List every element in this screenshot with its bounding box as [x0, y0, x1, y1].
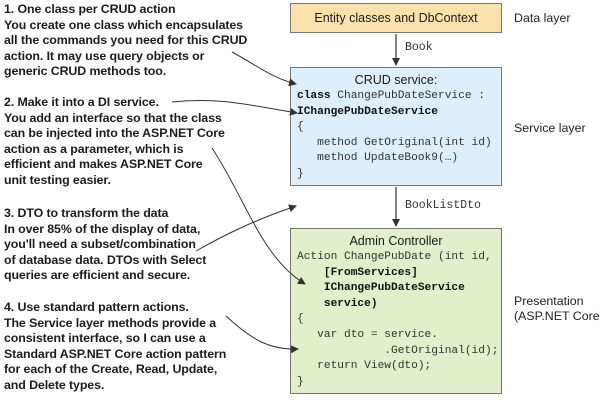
note-3: 3. DTO to transform the data In over 85%…	[4, 206, 206, 284]
note-4-line: consistent interface, so I can use a	[4, 331, 206, 345]
code-line: }	[297, 375, 304, 388]
note-2-line: can be injected into the ASP.NET Core	[4, 126, 225, 140]
admin-controller-box: Admin Controller Action ChangePubDate (i…	[290, 228, 502, 394]
code-line: [FromServices]	[297, 266, 501, 282]
note-3-line: queries are efficient and secure.	[4, 268, 191, 282]
note-4-line: The Service layer methods provide a	[4, 315, 217, 330]
presentation-layer-label: Presentation (ASP.NET Core)	[514, 294, 600, 324]
class-keyword: class	[297, 90, 331, 102]
note-2-line: efficient and makes ASP.NET Core	[4, 157, 203, 171]
note-1-line: action. It may use query objects or	[4, 48, 205, 63]
admin-controller-title: Admin Controller	[349, 234, 443, 248]
code-line: {	[297, 313, 304, 326]
injected-interface: IChangePubDateService	[297, 282, 465, 295]
note-4: 4. Use standard pattern actions. The Ser…	[4, 300, 226, 393]
presentation-layer-line: Presentation	[514, 294, 584, 308]
note-3-arrow	[195, 204, 297, 252]
note-1-arrow	[231, 51, 297, 87]
note-1-line: all the commands you need for this CRUD	[4, 33, 248, 47]
crud-service-title: CRUD service:	[354, 73, 438, 87]
note-1: 1. One class per CRUD action You create …	[4, 2, 247, 80]
injected-parameter: service)	[297, 297, 378, 310]
note-4-heading: 4. Use standard pattern actions.	[4, 300, 189, 314]
note-3-heading: 3. DTO to transform the data	[4, 206, 169, 220]
interface-name: IChangePubDateService	[297, 105, 438, 118]
note-3-line: of database data. DTOs with Select	[4, 252, 207, 267]
code-line: return View(dto);	[297, 360, 432, 373]
from-services-attribute: [FromServices]	[297, 266, 418, 279]
note-2-arrow	[171, 99, 298, 116]
note-2-to-admin-arrow	[211, 147, 306, 285]
crud-service-code: class ChangePubDateService :IChangePubDa…	[291, 89, 501, 183]
entity-classes-label: Entity classes and DbContext	[314, 11, 478, 25]
crud-service-box: CRUD service: class ChangePubDateService…	[290, 67, 502, 186]
presentation-layer-line: (ASP.NET Core)	[514, 309, 600, 323]
note-1-heading: 1. One class per CRUD action	[4, 2, 176, 16]
code-line: Action ChangePubDate (int id,	[297, 251, 492, 263]
code-line: {	[297, 121, 304, 134]
code-line: IChangePubDateService	[297, 281, 501, 297]
note-2-heading: 2. Make it into a DI service.	[4, 95, 159, 109]
note-4-line: and Delete types.	[4, 377, 105, 392]
entity-classes-box: Entity classes and DbContext	[290, 3, 502, 33]
note-4-arrow	[225, 315, 299, 354]
code-line: class ChangePubDateService :	[297, 89, 501, 105]
note-4-line: Standard ASP.NET Core action pattern	[4, 346, 227, 361]
note-2-line: You add an interface so that the class	[4, 110, 222, 125]
code-line: var dto = service.	[297, 328, 438, 341]
note-1-line: You create one class which encapsulates	[4, 17, 243, 32]
note-3-line: In over 85% of the display of data,	[4, 221, 201, 236]
code-line: }	[297, 167, 304, 180]
note-2: 2. Make it into a DI service. You add an…	[4, 95, 225, 188]
note-1-line: generic CRUD methods too.	[4, 64, 167, 78]
flow-label-booklistdto: BookListDto	[405, 199, 481, 212]
note-4-line: for each of the Create, Read, Update,	[4, 362, 218, 376]
flow-label-book: Book	[405, 41, 433, 54]
class-name: ChangePubDateService :	[330, 90, 485, 102]
code-line: method UpdateBook9(…)	[297, 152, 459, 165]
data-layer-label: Data layer	[514, 11, 571, 25]
code-line: service)	[297, 297, 501, 313]
note-3-line: you'll need a subset/combination	[4, 237, 196, 251]
note-2-line: unit testing easier.	[4, 172, 111, 187]
note-2-line: action as a parameter, which is	[4, 141, 184, 156]
code-line: method GetOriginal(int id)	[297, 136, 492, 149]
admin-controller-code: Action ChangePubDate (int id, [FromServi…	[291, 250, 501, 390]
service-layer-label: Service layer	[514, 121, 586, 135]
code-line: IChangePubDateService	[297, 105, 501, 121]
code-line: .GetOriginal(id);	[297, 344, 499, 357]
